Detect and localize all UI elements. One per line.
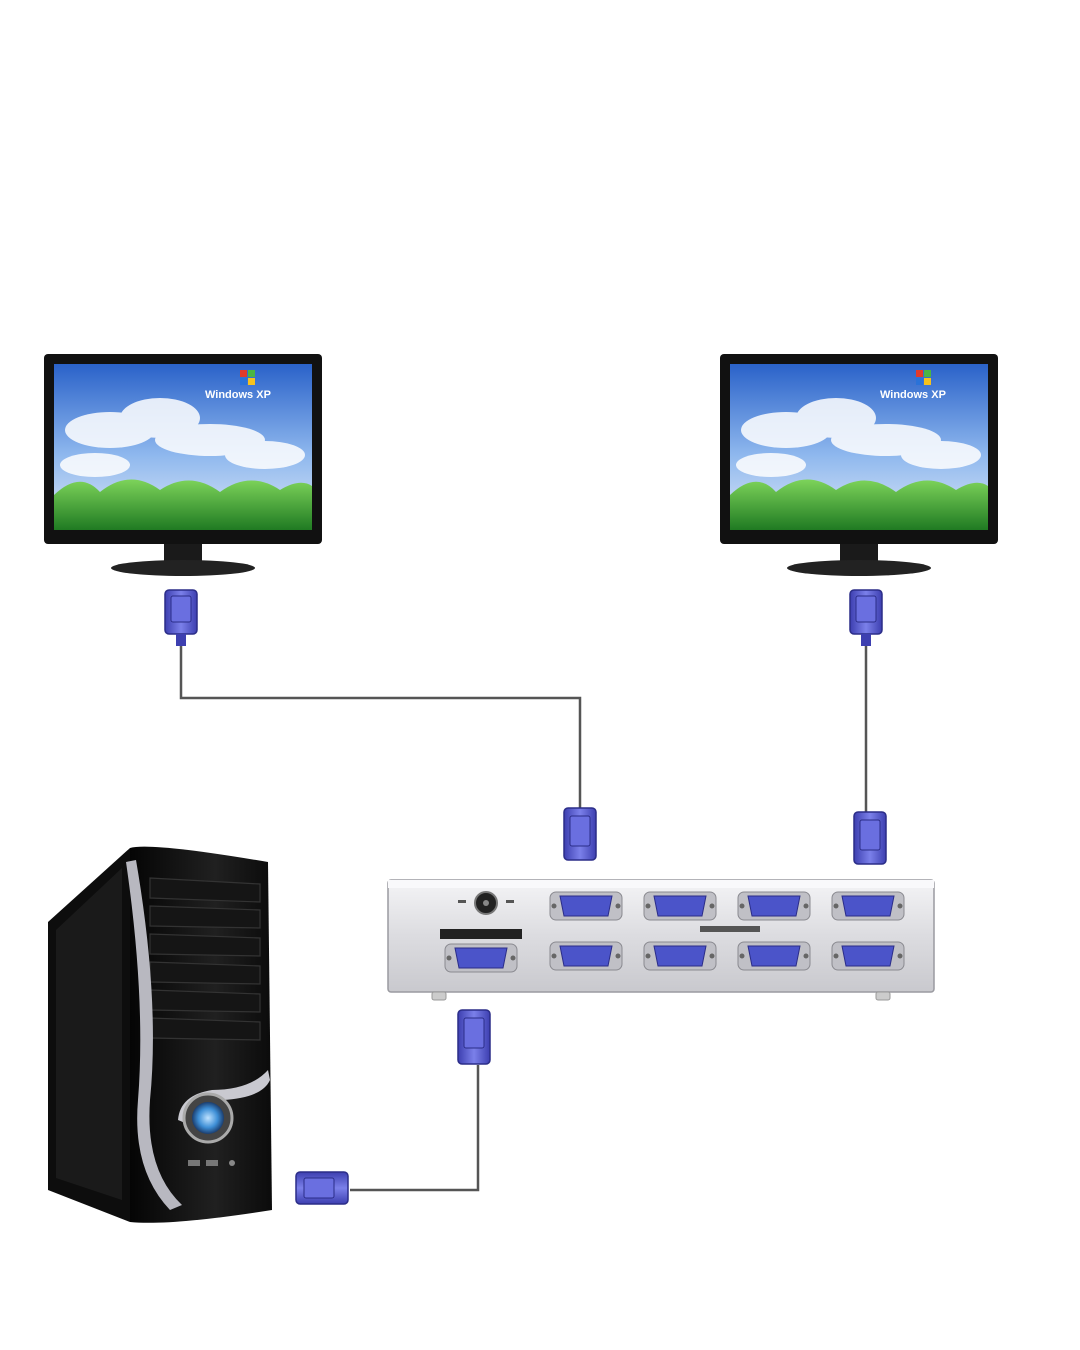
vga-plug-icon	[853, 811, 887, 865]
vga-output-port	[549, 941, 623, 971]
cable-left-monitor	[179, 645, 582, 808]
windows-logo-icon	[240, 370, 255, 385]
output-label-plate	[700, 926, 760, 932]
vga-output-port	[831, 891, 905, 921]
vga-output-port	[643, 941, 717, 971]
vga-plug-icon	[457, 1009, 491, 1065]
vga-output-port	[737, 941, 811, 971]
monitor-left: Windows XP	[44, 354, 322, 576]
vga-output-port	[737, 891, 811, 921]
cloud-shape	[736, 398, 981, 477]
monitor-right: Windows XP	[720, 354, 998, 576]
os-label: Windows XP	[205, 389, 271, 401]
os-label: Windows XP	[880, 389, 946, 401]
vga-plug-icon	[164, 589, 198, 647]
windows-logo-icon	[916, 370, 931, 385]
vga-input-port	[444, 943, 518, 973]
vga-output-port	[831, 941, 905, 971]
vga-output-port	[549, 891, 623, 921]
vga-plug-icon	[849, 589, 883, 647]
drive-bay	[149, 877, 261, 1041]
pc-tower	[48, 846, 272, 1223]
vga-plug-icon	[563, 807, 597, 861]
input-label-plate	[440, 929, 522, 939]
vga-output-port	[643, 891, 717, 921]
vga-plug-icon	[295, 1171, 349, 1205]
power-jack-icon	[458, 891, 514, 915]
vga-splitter	[387, 879, 935, 1001]
cable-pc-input	[350, 1065, 480, 1192]
cloud-shape	[60, 398, 305, 477]
